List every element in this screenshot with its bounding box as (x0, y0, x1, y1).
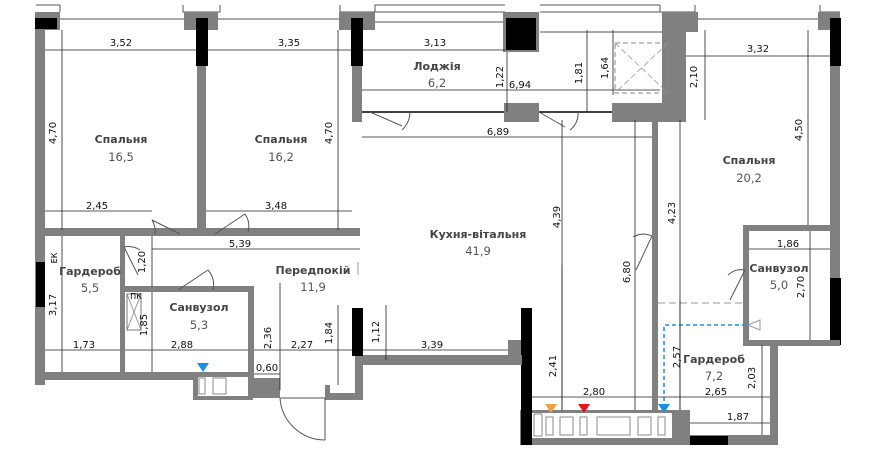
pk-label: ПК (130, 292, 142, 301)
dimension-label: 2,03 (747, 367, 758, 389)
dimension-label: 2,41 (548, 355, 559, 377)
dimension-label: 2,36 (263, 327, 274, 349)
room-area: 7,2 (705, 369, 723, 383)
dimension-label: 1,20 (137, 251, 148, 273)
dimension-label: 1,85 (139, 314, 150, 336)
dimension-label: 0,60 (256, 363, 278, 374)
dimension-label: 4,39 (552, 206, 563, 228)
walls (35, 4, 841, 445)
dimension-label: 1,84 (324, 322, 335, 344)
dimension-label: 3,48 (265, 201, 287, 212)
dimension-label: 4,70 (48, 122, 59, 144)
dimension-label: 6,94 (509, 80, 531, 91)
dimension-label: 3,39 (421, 340, 443, 351)
dimension-label: 1,81 (574, 62, 585, 84)
dimension-label: 4,23 (667, 202, 678, 224)
room-area: 41,9 (465, 244, 491, 258)
room-area: 6,2 (428, 76, 446, 90)
orange-marker-icon (545, 404, 557, 413)
dimension-label: 6,80 (622, 261, 633, 283)
blue-marker-icon (658, 404, 670, 413)
dimension-label: 2,88 (171, 340, 193, 351)
dimension-label: 1,73 (73, 340, 95, 351)
dimension-label: 1,22 (495, 66, 506, 88)
room-area: 16,2 (268, 150, 294, 164)
room-area: 16,5 (108, 150, 134, 164)
room-name: Лоджія (413, 60, 460, 73)
dimension-label: 4,50 (794, 119, 805, 141)
markers (197, 363, 670, 413)
dimension-label: 2,27 (291, 340, 313, 351)
dimension-label: 4,70 (324, 122, 335, 144)
room-area: 5,0 (770, 278, 788, 292)
dimension-label: 3,52 (110, 38, 132, 49)
room-name: Гардероб (683, 353, 745, 366)
blue-marker-icon (197, 363, 209, 372)
room-area: 11,9 (300, 280, 326, 294)
room-name: Кухня-вітальня (430, 228, 527, 241)
room-name: Санвузол (169, 301, 228, 314)
dimension-label: 2,57 (672, 346, 683, 368)
room-name: Спальня (255, 133, 308, 146)
dimension-label: 6,89 (487, 127, 509, 138)
dimension-label: 3,32 (747, 44, 769, 55)
room-name: Санвузол (749, 262, 808, 275)
dimension-label: 1,87 (727, 412, 749, 423)
room-labels: Спальня 16,5 Спальня 16,2 Лоджія 6,2 Кух… (50, 60, 809, 383)
red-marker-icon (578, 404, 590, 413)
dimension-label: 2,45 (86, 201, 108, 212)
dimension-label: 3,35 (278, 38, 300, 49)
room-name: Гардероб (59, 265, 121, 278)
dimension-label: 3,17 (48, 294, 59, 316)
room-area: 5,3 (190, 318, 208, 332)
room-area: 20,2 (736, 171, 762, 185)
dimension-label: 2,65 (705, 387, 727, 398)
dimension-label: 5,39 (229, 239, 251, 250)
ek-label: ЕК (50, 252, 59, 263)
dimension-label: 1,12 (371, 321, 382, 343)
dimension-label: 1,86 (777, 239, 799, 250)
room-name: Передпокій (276, 264, 351, 277)
dimension-label: 2,80 (583, 387, 605, 398)
dimension-label: 2,70 (796, 276, 807, 298)
dimension-label: 3,13 (424, 38, 446, 49)
room-area: 5,5 (81, 281, 99, 295)
room-name: Спальня (723, 154, 776, 167)
dimension-label: 1,64 (600, 57, 611, 79)
room-name: Спальня (95, 133, 148, 146)
dimension-label: 2,10 (689, 66, 700, 88)
